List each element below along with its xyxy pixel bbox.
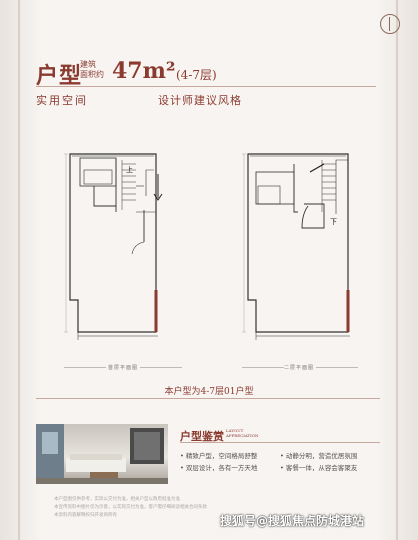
second-floor-plan (247, 153, 350, 340)
bullet-item: • 客餐一体，从容会客聚友 (280, 464, 358, 472)
caption-line-right-b (316, 367, 358, 368)
caption-line-left-a (64, 367, 106, 368)
title-area-caption: 建筑 面积约 (80, 60, 106, 80)
brand-logo-icon (380, 14, 400, 34)
bullet-item: • 动静分明，营造优居氛围 (280, 452, 358, 460)
info-subtitle-en: LAYOUT APPRECIATION (226, 428, 259, 438)
stair-up-label: 上 (126, 165, 133, 174)
bullet-text: 精致户型，空间格局舒整 (185, 452, 258, 460)
floor-range: (4-7层) (176, 68, 217, 82)
bullet-text: 客餐一体，从容会客聚友 (285, 464, 358, 472)
bullet-text: 动静分明，营造优居氛围 (285, 452, 358, 460)
unit-type-caption: 本户型为4-7层01户型 (164, 387, 254, 397)
stair-down-label: 下 (330, 218, 337, 226)
living-room-illustration (36, 424, 168, 484)
interior-render-image (36, 424, 168, 484)
source-watermark: 搜狐号@搜狐焦点防城港站 (220, 514, 365, 528)
disclaimer-line-3: 本资料内容解释权归开发商所有 (54, 513, 117, 518)
title-small-line-2: 面积约 (80, 70, 104, 79)
info-divider (180, 442, 380, 443)
first-floor-plan (69, 153, 158, 340)
disclaimer-line-1: 本户型图仅供参考，实际以交付为准，相关户型以政府批准为准 (54, 497, 180, 502)
bottom-divider (36, 398, 380, 399)
header-divider (36, 86, 376, 87)
floorplans-area: 上 下 首层平 (36, 150, 386, 380)
subtitle-designer-style: 设计师建议风格 (158, 94, 242, 107)
second-floor-caption: 二层平面图 (284, 365, 315, 371)
caption-line-right-a (242, 367, 284, 368)
unit-area: 47m² (112, 58, 176, 84)
title-main: 户型 (36, 63, 83, 89)
floorplan-drawings: 上 下 (64, 153, 350, 340)
bullet-item: • 精致户型，空间格局舒整 (180, 452, 258, 460)
info-title: 户型鉴赏 (180, 430, 224, 443)
title-small-line-1: 建筑 (80, 60, 96, 69)
left-edge-decoration (18, 0, 20, 540)
right-edge-decoration (396, 0, 398, 540)
caption-line-left-b (140, 367, 182, 368)
first-floor-caption: 首层平面图 (108, 365, 139, 371)
disclaimer-line-2: 本宣传资料中图片仅为示意，以实际交付为准，客户需仔细阅读相关合同条款 (54, 505, 207, 510)
subtitle-practical-space: 实用空间 (36, 94, 88, 107)
disclaimer-footer: 本户型图仅供参考，实际以交付为准，相关户型以政府批准为准 本宣传资料中图片仅为示… (54, 496, 384, 526)
bullet-item: • 双层设计，各有一方天地 (180, 464, 258, 472)
bullet-text: 双层设计，各有一方天地 (185, 464, 258, 472)
